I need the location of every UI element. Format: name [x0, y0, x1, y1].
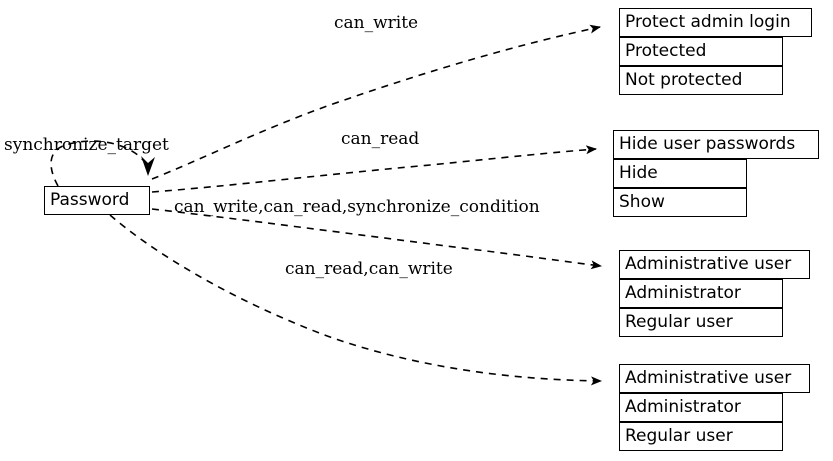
node-password[interactable]: Password — [44, 186, 150, 215]
edge-label-can-read: can_read — [341, 129, 420, 149]
table-row[interactable]: Hide — [613, 159, 747, 188]
edge-label-can-write: can_write — [334, 13, 419, 33]
table-row[interactable]: Administrator — [619, 393, 783, 422]
edge-label-synchronize-target: synchronize_target — [4, 135, 169, 155]
table-header[interactable]: Hide user passwords — [613, 130, 819, 159]
edge-can-write-can-read-synchronize-condition — [151, 208, 602, 270]
table-header[interactable]: Administrative user — [619, 364, 810, 393]
table-row[interactable]: Regular user — [619, 421, 783, 451]
edge-synchronize-target-arrowhead — [141, 156, 155, 176]
table-row[interactable]: Not protected — [619, 65, 783, 95]
edge-can-read-can-write — [109, 214, 602, 386]
table-row[interactable]: Regular user — [619, 307, 783, 337]
table-header[interactable]: Administrative user — [619, 250, 810, 279]
edge-can-read — [151, 145, 597, 193]
edge-label-can-write-can-read-synchronize-condition: can_write,can_read,synchronize_condition — [174, 197, 540, 217]
edge-label-can-read-can-write: can_read,can_write — [285, 259, 453, 279]
table-row[interactable]: Show — [613, 187, 747, 217]
table-header[interactable]: Protect admin login — [619, 8, 812, 37]
table-row[interactable]: Protected — [619, 37, 783, 66]
table-row[interactable]: Administrator — [619, 279, 783, 308]
edge-can-write — [151, 24, 601, 180]
